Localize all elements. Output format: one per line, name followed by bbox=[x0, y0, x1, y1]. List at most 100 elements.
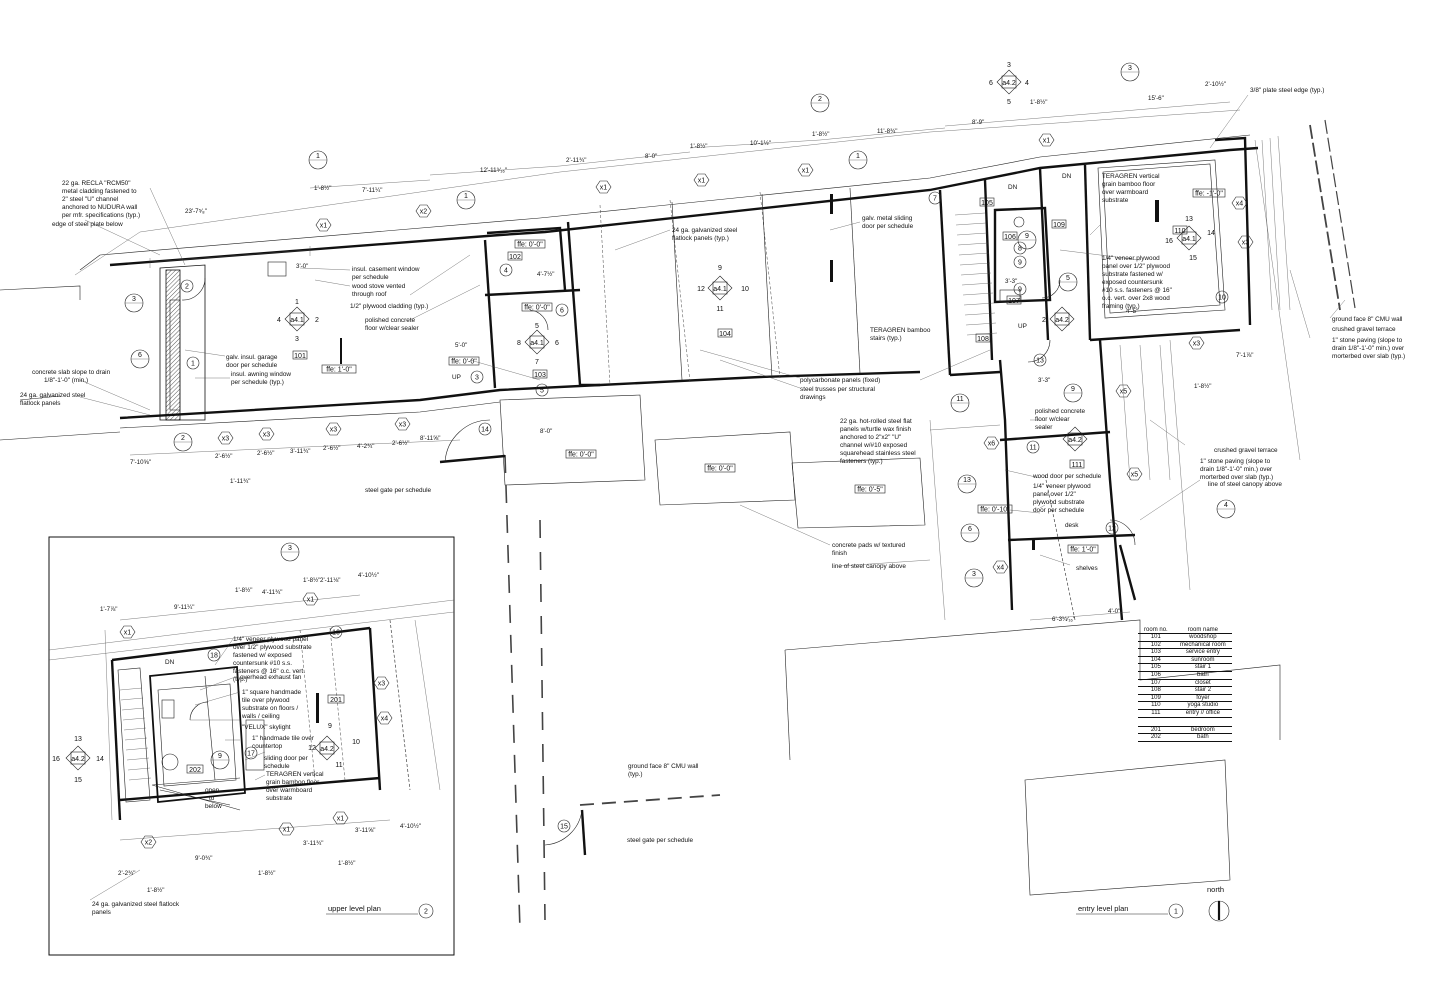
svg-text:x3: x3 bbox=[1193, 341, 1201, 348]
note-hotrolled-4: channel w/#10 exposed bbox=[840, 442, 908, 449]
up-note-flatlock-1: 24 ga. galvanized steel flatlock bbox=[92, 901, 180, 908]
svg-text:x6: x6 bbox=[988, 441, 996, 448]
door-tags: 2 1 4 6 3 5 14 7 8 9 9 10 13 11 12 15 bbox=[180, 191, 1229, 833]
up-note-veneer-5: fasteners @ 16" o.c. vert. bbox=[233, 668, 305, 675]
ffe-service: ffe: 0'-0" bbox=[451, 359, 477, 366]
dimensions: 23'-7⁵⁄₈" 7'-11¼" 1'-8½" 12'-11⁹⁄₁₆" 2'-… bbox=[130, 81, 1253, 623]
room-number: 109 bbox=[1138, 694, 1174, 703]
dim-14: 2'-10½" bbox=[1205, 81, 1226, 88]
svg-text:13: 13 bbox=[963, 477, 971, 484]
elevation-tags: ffe: 1'-0" ffe: 0'-0" ffe: 0'-0" ffe: 0'… bbox=[321, 188, 1226, 554]
up-note-fan: overhead exhaust fan bbox=[240, 674, 302, 681]
note-steel-gate: steel gate per schedule bbox=[365, 487, 432, 494]
note-polycarbonate: polycarbonate panels (fixed) bbox=[800, 377, 880, 384]
note-flatlock-1: 24 ga. galvanized steel bbox=[20, 392, 85, 399]
tag-x2: x2 bbox=[415, 204, 432, 218]
room-name: sunroom bbox=[1173, 656, 1232, 665]
svg-text:9: 9 bbox=[1025, 233, 1029, 240]
svg-text:x1: x1 bbox=[698, 178, 706, 185]
tag-x1: x1 bbox=[1038, 133, 1055, 147]
svg-text:12: 12 bbox=[1108, 526, 1116, 533]
room-105: 105 bbox=[981, 200, 993, 207]
svg-text:10: 10 bbox=[1218, 295, 1226, 302]
note-teragren-1: TERAGREN vertical bbox=[1102, 173, 1160, 180]
callout-3-c: 3 bbox=[964, 568, 984, 588]
svg-text:3: 3 bbox=[475, 375, 479, 382]
svg-text:13: 13 bbox=[1036, 358, 1044, 365]
note-stove-1: wood stove vented bbox=[351, 283, 406, 290]
up-dim-6: 2'-11⅛" bbox=[320, 577, 340, 584]
room-number: 111 bbox=[1138, 709, 1174, 718]
tag-x4: x4 bbox=[1231, 196, 1248, 210]
tag-x6: x6 bbox=[983, 436, 1000, 450]
callout-6-a: 6 bbox=[130, 349, 150, 369]
dim-22: 8'-11⅝" bbox=[420, 435, 440, 442]
up-note-velux: "VELUX" skylight bbox=[242, 724, 291, 731]
svg-text:5: 5 bbox=[535, 323, 539, 330]
up-tag-x1: x1 bbox=[124, 630, 132, 637]
svg-text:a4.1: a4.1 bbox=[530, 340, 544, 347]
dim-17: 2'-6½" bbox=[257, 450, 274, 457]
up-door-17: 17 bbox=[247, 751, 255, 758]
svg-text:8: 8 bbox=[1018, 246, 1022, 253]
dim-21: 2'-6½" bbox=[392, 440, 409, 447]
up-note-veneer-6: (typ.) bbox=[233, 676, 248, 683]
up-note-tile2-2: countertop bbox=[252, 743, 283, 750]
note-veneer-7: framing (typ.) bbox=[1102, 303, 1140, 310]
up-note-veneer-4: countersunk #10 s.s. bbox=[233, 660, 292, 667]
note-canopy2: line of steel canopy above bbox=[1208, 481, 1282, 488]
dim-1: 23'-7⁵⁄₈" bbox=[185, 208, 207, 215]
up-note-veneer-3: fastened w/ exposed bbox=[233, 652, 292, 659]
room-name: bath bbox=[1173, 733, 1232, 742]
note-slab-2: 1/8"-1'-0" (min.) bbox=[44, 377, 88, 384]
svg-text:6: 6 bbox=[989, 80, 993, 87]
note-polished2-2: floor w/clear bbox=[1035, 416, 1070, 423]
svg-text:1: 1 bbox=[295, 299, 299, 306]
note-recla-2: metal cladding fastened to bbox=[62, 188, 137, 195]
up-note-tile-4: walls / ceiling bbox=[241, 713, 280, 720]
up-note-tera-4: substrate bbox=[266, 795, 293, 802]
callout-5-a: 5 bbox=[1058, 272, 1078, 292]
svg-text:15: 15 bbox=[74, 777, 82, 784]
entry-level-plan-title: entry level plan bbox=[1078, 904, 1128, 913]
svg-text:a4.1: a4.1 bbox=[713, 286, 727, 293]
note-truss-1: steel trusses per structural bbox=[800, 386, 875, 393]
up-dim-10: 3'-11⅝" bbox=[355, 827, 375, 834]
up-note-tera-1: TERAGREN vertical bbox=[266, 771, 324, 778]
room-name: entry // office bbox=[1173, 709, 1232, 718]
up-note-dn: DN bbox=[165, 659, 175, 666]
callout-2-a: 2 bbox=[810, 93, 830, 113]
note-stove-2: through roof bbox=[352, 291, 387, 298]
callout-9-a: 9 bbox=[1017, 230, 1037, 250]
svg-text:2: 2 bbox=[315, 317, 319, 324]
note-veneer-2: panel over 1/2" plywood bbox=[1102, 263, 1170, 270]
svg-text:3: 3 bbox=[1007, 62, 1011, 69]
svg-text:4: 4 bbox=[504, 268, 508, 275]
room-number: 202 bbox=[1138, 733, 1174, 742]
room-name: woodshop bbox=[1173, 633, 1232, 642]
tag-x3: x3 bbox=[258, 427, 275, 441]
callout-6-b: 6 bbox=[960, 523, 980, 543]
interior-elevation-a41-sunroom: a4.1 9 10 11 12 bbox=[697, 265, 749, 313]
interior-elevation-a41-service: a4.1 5 6 7 8 bbox=[517, 323, 559, 366]
svg-text:11: 11 bbox=[956, 396, 963, 403]
entry-notes: 22 ga. RECLA "RCM50" metal cladding fast… bbox=[20, 87, 1405, 844]
up-tag-x1-c: x1 bbox=[283, 827, 291, 834]
room-name: bedroom bbox=[1173, 726, 1232, 735]
interior-elevation-a42-stair: a4.2 2 bbox=[1042, 306, 1075, 332]
note-polished2-3: sealer bbox=[1035, 424, 1053, 431]
svg-text:10: 10 bbox=[741, 286, 749, 293]
svg-text:1: 1 bbox=[464, 193, 468, 200]
room-number: 110 bbox=[1138, 701, 1174, 710]
note-hotrolled-3: anchored to 2"x2" "U" bbox=[840, 434, 901, 441]
svg-text:2: 2 bbox=[185, 284, 189, 291]
room-tags: 101 102 103 104 105 106 107 108 109 110 … bbox=[292, 197, 1188, 469]
room-number: 104 bbox=[1138, 656, 1174, 665]
svg-text:9: 9 bbox=[1071, 386, 1075, 393]
